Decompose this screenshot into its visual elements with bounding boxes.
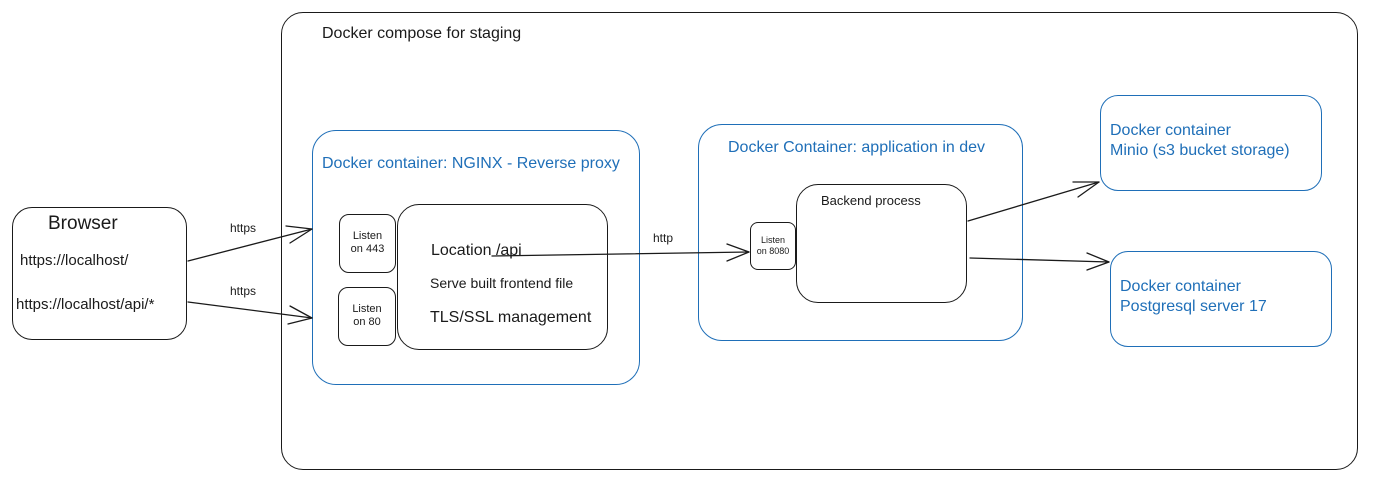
arrow-backend-to-minio (967, 181, 1100, 222)
browser-url-root: https://localhost/ (20, 252, 129, 269)
listen-8080-box (750, 222, 796, 270)
postgres-line1: Docker container (1120, 278, 1241, 295)
browser-title: Browser (48, 213, 118, 234)
arrow-browser-to-80 (187, 301, 313, 319)
arrow-head-8080 (726, 243, 750, 262)
docker-compose-title: Docker compose for staging (322, 25, 522, 42)
listen-8080-line1: Listen (760, 235, 786, 245)
browser-url-api: https://localhost/api/* (16, 296, 155, 313)
listen-80-box (338, 287, 396, 346)
minio-container-box (1100, 95, 1322, 191)
backend-process-box (796, 184, 967, 303)
arrow-head-postgres (1086, 252, 1110, 271)
listen-443-line1: Listen (352, 230, 383, 242)
location-api-label: Location /api (431, 242, 522, 259)
listen-443-line2: on 443 (350, 243, 385, 255)
edge-label-https-443: https (230, 221, 257, 235)
postgres-container-box (1110, 251, 1332, 347)
listen-8080-line2: on 8080 (756, 246, 790, 256)
browser-box (12, 207, 187, 340)
minio-line2: Minio (s3 bucket storage) (1110, 142, 1290, 159)
listen-8080-label: Listen on 8080 (750, 235, 796, 257)
edge-label-http: http (653, 231, 674, 245)
listen-80-line2: on 80 (353, 316, 381, 328)
nginx-container-title: Docker container: NGINX - Reverse proxy (322, 155, 620, 172)
arrow-head-80 (287, 305, 313, 325)
nginx-routing-box (397, 204, 608, 350)
backend-process-label: Backend process (821, 193, 921, 208)
listen-80-label: Listen on 80 (338, 303, 396, 329)
listen-80-line1: Listen (352, 303, 382, 315)
listen-443-box (339, 214, 396, 273)
arrow-head-443 (285, 225, 313, 244)
app-container-title: Docker Container: application in dev (728, 139, 986, 156)
arrow-head-minio (1072, 181, 1100, 198)
arrow-browser-to-443 (187, 228, 313, 262)
minio-line1: Docker container (1110, 122, 1231, 139)
edge-label-https-80: https (230, 284, 257, 298)
postgres-line2: Postgresql server 17 (1120, 298, 1267, 315)
serve-frontend-label: Serve built frontend file (430, 275, 574, 291)
tls-ssl-label: TLS/SSL management (430, 309, 592, 326)
arrow-backend-to-postgres (969, 257, 1110, 263)
listen-443-label: Listen on 443 (339, 230, 396, 256)
arrow-api-to-8080 (491, 251, 750, 257)
